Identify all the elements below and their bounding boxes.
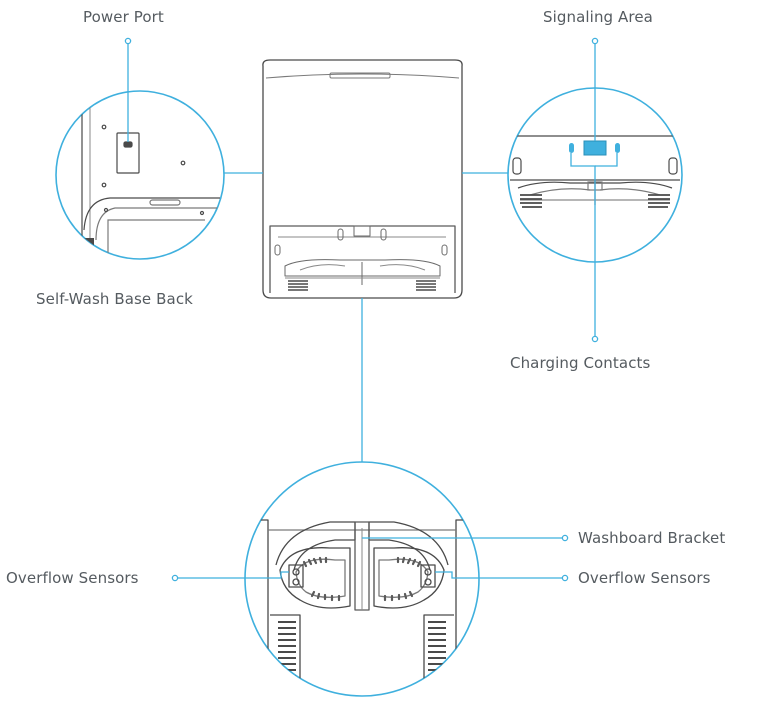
base-vent-right xyxy=(416,281,436,290)
signaling-window xyxy=(584,141,606,155)
base-station-front xyxy=(263,60,462,298)
base-back-detail xyxy=(56,80,224,270)
charging-contact-right xyxy=(615,143,620,153)
base-vent-left xyxy=(288,281,308,290)
charging-contact-left xyxy=(569,143,574,153)
tray-detail xyxy=(245,462,479,700)
